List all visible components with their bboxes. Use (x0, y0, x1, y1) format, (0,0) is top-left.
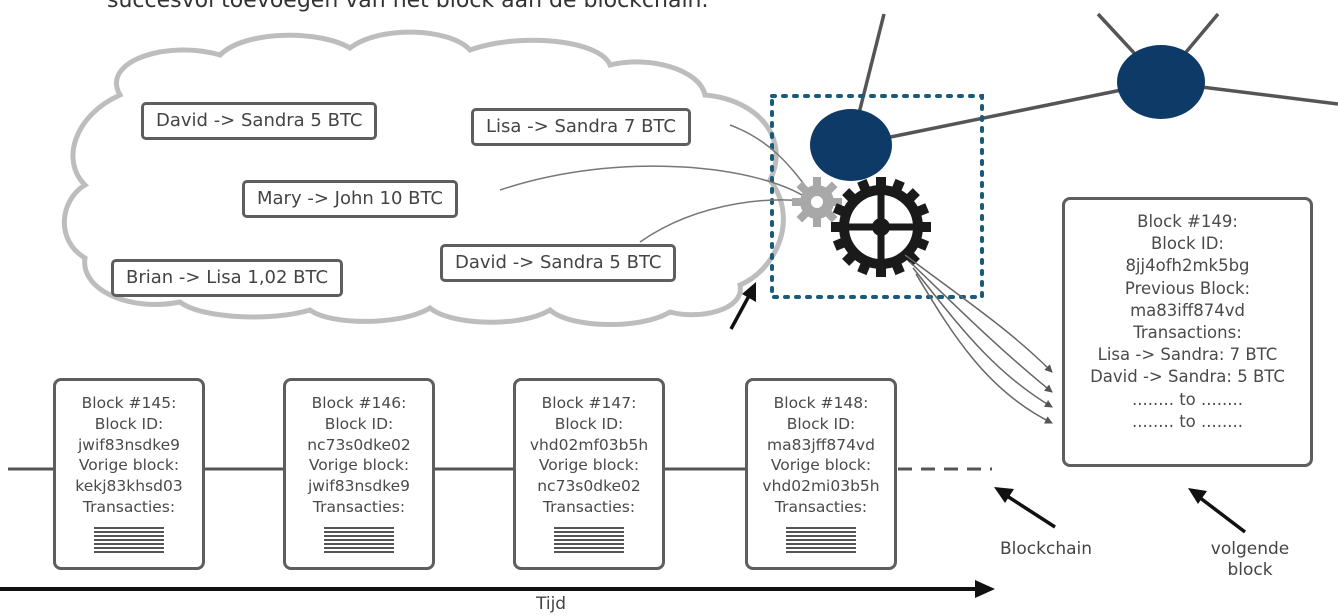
block-flow-line (904, 254, 1053, 373)
block-line: Block #148: (773, 394, 869, 412)
block-line: Block ID: (94, 414, 164, 433)
arrow-to-next-block-icon (1188, 488, 1247, 534)
transaction-box: Mary -> John 10 BTC (242, 180, 458, 218)
block-line: Block #149: (1137, 212, 1238, 231)
block-line: jwif83nsdke9 (307, 477, 411, 496)
block-line: Block ID: (786, 414, 856, 433)
block-line: ma83jff874vd (767, 435, 875, 454)
arrow-to-miner-icon (729, 282, 756, 330)
block-line: jwif83nsdke9 (77, 435, 181, 454)
transaction-lines-icon (94, 527, 164, 553)
block-line: vhd02mi03b5h (762, 477, 880, 496)
arrow-to-chain-icon (994, 487, 1056, 529)
transaction-lines-icon (554, 527, 624, 553)
block-line: 8jj4ofh2mk5bg (1125, 256, 1250, 276)
block-line: Block #145: (81, 394, 177, 412)
chain-block-148: Block #148: Block ID: ma83jff874vd Vorig… (745, 378, 897, 570)
transaction-box: Lisa -> Sandra 7 BTC (471, 108, 691, 146)
block-line: vhd02mf03b5h (529, 435, 649, 454)
block-line: Block ID: (554, 414, 624, 433)
block-line: Block ID: (324, 414, 394, 433)
block-line: Vorige block: (308, 456, 410, 475)
network-node (1117, 45, 1205, 119)
block-line: ........ to ........ (1132, 411, 1243, 431)
chain-block-145: Block #145: Block ID: jwif83nsdke9 Vorig… (53, 378, 205, 570)
gear-tooth (876, 177, 886, 191)
blockchain-label: Blockchain (1000, 539, 1093, 559)
next-block-label-line: volgende (1210, 539, 1290, 559)
transaction-flow-line (499, 165, 811, 201)
block-line: Previous Block: (1124, 278, 1251, 298)
block-line: Block #146: (311, 394, 407, 412)
block-line: Transacties: (774, 497, 868, 516)
block-line: Transacties: (82, 497, 176, 516)
block-line: ........ to ........ (1132, 389, 1243, 409)
transaction-lines-icon (786, 527, 856, 553)
block-line: kekj83khsd03 (75, 477, 183, 496)
next-block-label: volgende block (1198, 539, 1302, 581)
block-line: nc73s0dke02 (537, 477, 641, 496)
caption-text: succesvol toevoegen van het block aan de… (107, 0, 709, 13)
chain-block-146: Block #146: Block ID: nc73s0dke02 Vorige… (283, 378, 435, 570)
block-line: Transactions: (1133, 323, 1242, 343)
block-flow-line (912, 267, 1053, 408)
block-flow-line (915, 273, 1053, 424)
network-node (810, 109, 892, 181)
block-line: nc73s0dke02 (307, 435, 411, 454)
block-line: Transacties: (312, 497, 406, 516)
transaction-box: Brian -> Lisa 1,02 BTC (111, 259, 344, 297)
time-axis-arrowhead-icon (975, 580, 995, 598)
block-line: Transacties: (542, 497, 636, 516)
gear-tooth (876, 263, 886, 277)
next-block-149: Block #149: Block ID: 8jj4ofh2mk5bg Prev… (1062, 197, 1313, 467)
block-line: David -> Sandra: 5 BTC (1090, 367, 1285, 387)
transaction-lines-icon (324, 527, 394, 553)
block-flow-line (909, 261, 1053, 393)
block-line: Block #147: (541, 394, 637, 412)
miner-dotted-frame (770, 94, 984, 299)
transaction-box: David -> Sandra 5 BTC (440, 244, 677, 282)
next-block-label-line: block (1227, 560, 1273, 580)
block-line: ma83iff874vd (1130, 300, 1245, 320)
time-axis-label: Tijd (536, 594, 567, 614)
block-line: Lisa -> Sandra: 7 BTC (1097, 345, 1278, 365)
block-line: Vorige block: (78, 456, 180, 475)
block-line: Vorige block: (538, 456, 640, 475)
block-line: Block ID: (1150, 234, 1224, 254)
network-edge (850, 80, 1162, 147)
block-line: Vorige block: (770, 456, 872, 475)
transaction-box: David -> Sandra 5 BTC (141, 102, 378, 140)
small-gear-icon (792, 177, 842, 227)
large-gear-icon (831, 177, 931, 277)
chain-block-147: Block #147: Block ID: vhd02mf03b5h Vorig… (513, 378, 665, 570)
